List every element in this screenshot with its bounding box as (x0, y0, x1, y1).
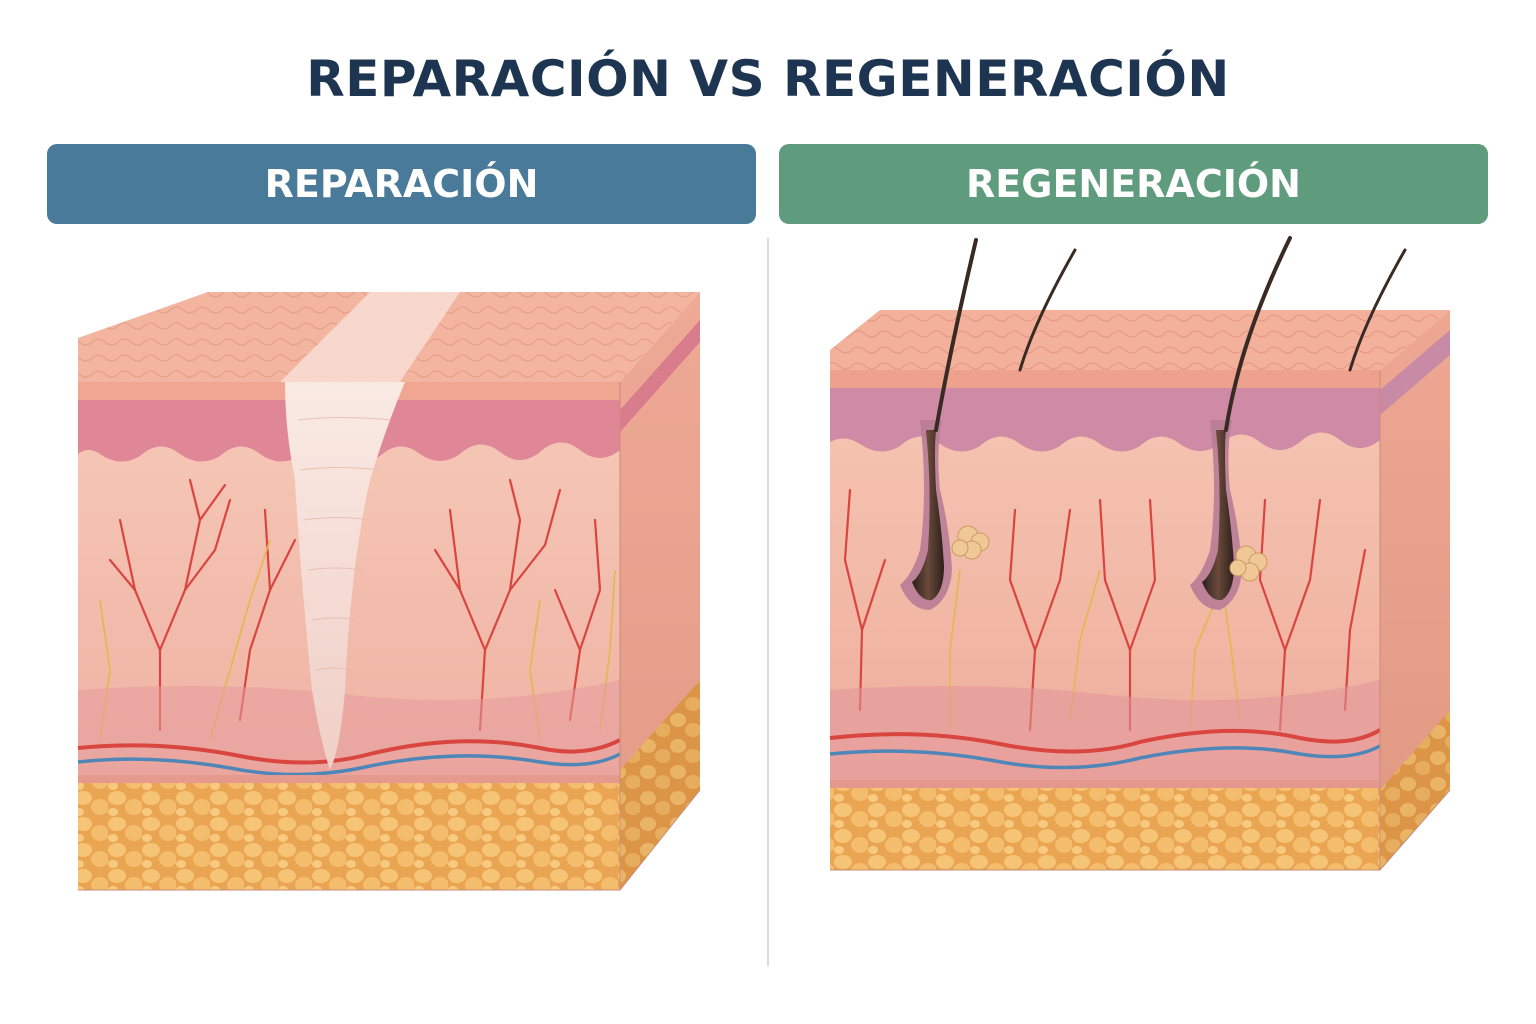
regeneration-panel-label: REGENERACIÓN (966, 162, 1301, 206)
panel-divider (767, 238, 769, 966)
regeneration-panel-header: REGENERACIÓN (779, 144, 1488, 224)
regeneration-skin-block-illustration (829, 236, 1451, 871)
page-title: REPARACIÓN VS REGENERACIÓN (306, 50, 1230, 108)
repair-panel-header: REPARACIÓN (47, 144, 756, 224)
repair-skin-block-illustration (77, 292, 701, 891)
repair-panel-label: REPARACIÓN (264, 162, 539, 206)
